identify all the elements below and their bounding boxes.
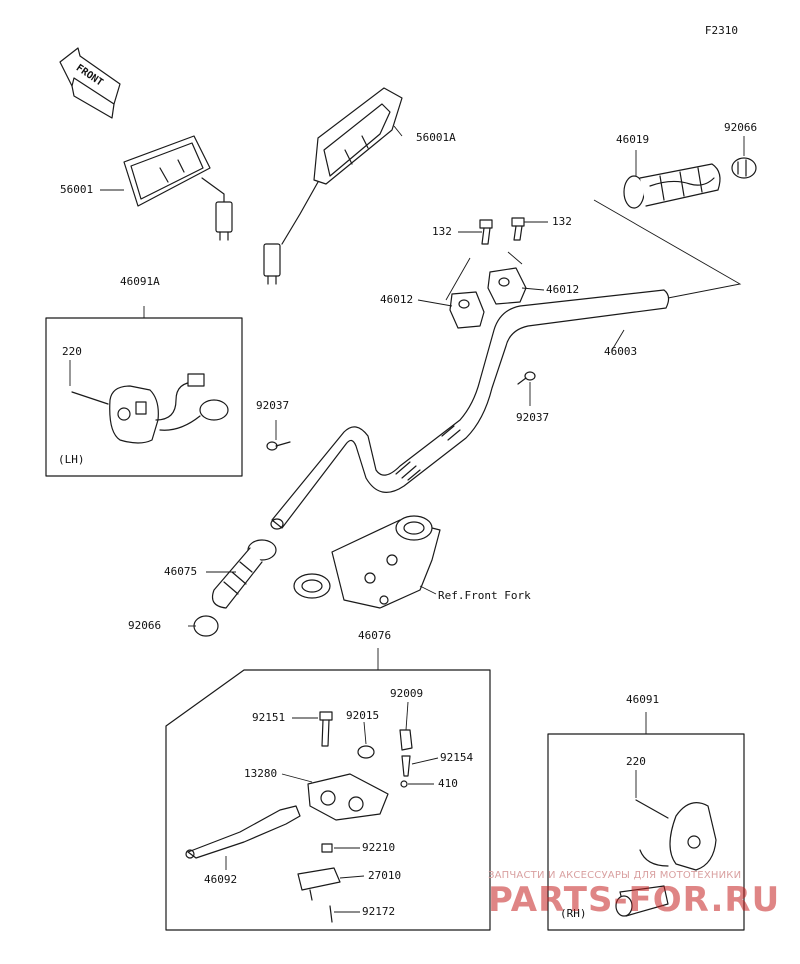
- label-bolt-right: 132: [552, 215, 572, 228]
- label-screw-rh: 220: [626, 755, 646, 768]
- bolt-132-parts: [479, 217, 525, 245]
- handlebar-part: [270, 289, 670, 530]
- label-screw-switch: 92172: [362, 905, 396, 918]
- grip-right-part: [623, 157, 757, 209]
- label-grip-left: 46075: [164, 565, 198, 578]
- label-nut-lever: 92009: [390, 687, 424, 700]
- mirror-right-part: [263, 87, 403, 285]
- label-nut-bracket: 92210: [362, 841, 396, 854]
- label-bolt-lever: 92151: [252, 711, 286, 724]
- watermark-brand: PARTS-FOR.RU: [488, 880, 781, 920]
- label-mirror-right: 56001A: [416, 131, 456, 144]
- watermark-tagline: ЗАПЧАСТИ И АКСЕССУАРЫ ДЛЯ МОТОТЕХНИКИ: [488, 870, 742, 881]
- label-lever-assy: 46076: [358, 629, 392, 642]
- label-rh-tag: (RH): [560, 907, 587, 920]
- clamp-92037-parts: [266, 371, 536, 451]
- label-clamp-right: 92037: [516, 411, 550, 424]
- label-holder-left: 46012: [380, 293, 414, 306]
- label-switch-lh-assy: 46091A: [120, 275, 160, 288]
- label-washer-lever: 92015: [346, 709, 380, 722]
- label-cap-left: 92066: [128, 619, 162, 632]
- grip-left-part: [193, 539, 277, 637]
- label-bushing-lever: 410: [438, 777, 458, 790]
- leader-lines: [69, 125, 745, 913]
- diagram-code: F2310: [704, 24, 738, 37]
- label-lever: 46092: [204, 873, 238, 886]
- mirror-left-part: [123, 135, 233, 241]
- label-holder-right: 46012: [546, 283, 580, 296]
- label-screw-lh: 220: [62, 345, 82, 358]
- front-arrow-icon: [59, 47, 121, 119]
- label-ref-fork: Ref.Front Fork: [438, 589, 531, 602]
- label-switch-brake: 27010: [368, 869, 402, 882]
- label-bolt-left: 132: [432, 225, 452, 238]
- label-cap-right: 92066: [724, 121, 758, 134]
- label-grip-right: 46019: [616, 133, 650, 146]
- label-switch-rh-assy: 46091: [626, 693, 660, 706]
- label-lh-tag: (LH): [58, 453, 85, 466]
- label-bracket-lever: 13280: [244, 767, 278, 780]
- lever-assy-frame: [165, 669, 491, 931]
- label-clamp-left: 92037: [256, 399, 290, 412]
- switch-lh-part: [71, 373, 229, 444]
- handlebar-holder-parts: [449, 267, 527, 329]
- fork-clamp-ref: [293, 515, 441, 609]
- label-handlebar: 46003: [604, 345, 638, 358]
- label-mirror-left: 56001: [60, 183, 94, 196]
- lever-assy-parts: [185, 711, 413, 923]
- switch-rh-part: [615, 799, 717, 917]
- label-screw-lever: 92154: [440, 751, 474, 764]
